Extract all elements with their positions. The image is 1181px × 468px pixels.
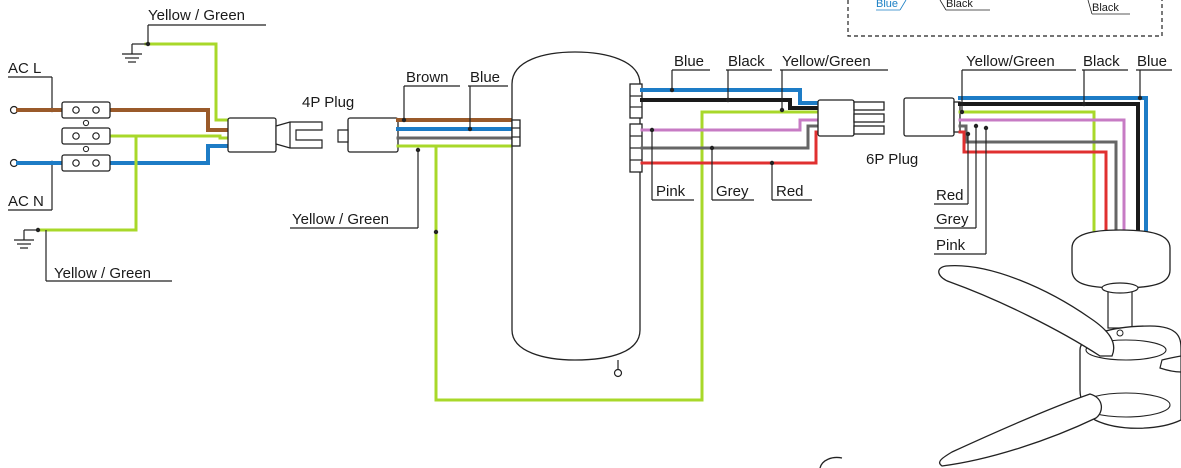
yg-top-label: Yellow / Green [148, 7, 245, 24]
plug-6p-male [817, 99, 885, 137]
legend-black-label-1: Black [946, 0, 973, 10]
black-right-label: Black [728, 53, 765, 70]
ceiling-fan-illustration [938, 229, 1181, 467]
legend-box: Blue Black Black [847, 0, 1163, 37]
blue-mid-label: Blue [470, 69, 500, 86]
ground-symbol-icon-top [122, 43, 146, 63]
yg-bottom-label: Yellow / Green [54, 265, 151, 282]
ground-symbol-icon-bottom [14, 229, 38, 249]
pink-label: Pink [656, 183, 686, 200]
yg-mid-label: Yellow / Green [292, 211, 389, 228]
plug-6p-label: 6P Plug [866, 151, 918, 168]
legend-blue-label: Blue [876, 0, 898, 10]
red-label: Red [776, 183, 804, 200]
ac-n-label: AC N [8, 193, 44, 210]
fan-red-label: Red [936, 187, 964, 204]
fan-pink-label: Pink [936, 237, 966, 254]
brown-label: Brown [406, 69, 449, 86]
fan-blue-label: Blue [1137, 53, 1167, 70]
terminal-block [61, 101, 111, 172]
fan-grey-label: Grey [936, 211, 969, 228]
blue-right-label: Blue [674, 53, 704, 70]
yg-right-label: Yellow/Green [782, 53, 871, 70]
ac-l-label: AC L [8, 60, 41, 77]
plug-4p-label: 4P Plug [302, 94, 354, 111]
partial-circle-icon [819, 456, 843, 468]
controller-unit [511, 51, 643, 378]
legend-black-label-2: Black [1092, 2, 1119, 14]
fan-yg-label: Yellow/Green [966, 53, 1055, 70]
plug-4p [337, 117, 399, 153]
plug-6p-female [903, 97, 961, 137]
grey-label: Grey [716, 183, 749, 200]
mains-plug [227, 117, 323, 153]
mains-input-section: AC L AC N [8, 7, 266, 282]
fan-black-label: Black [1083, 53, 1120, 70]
